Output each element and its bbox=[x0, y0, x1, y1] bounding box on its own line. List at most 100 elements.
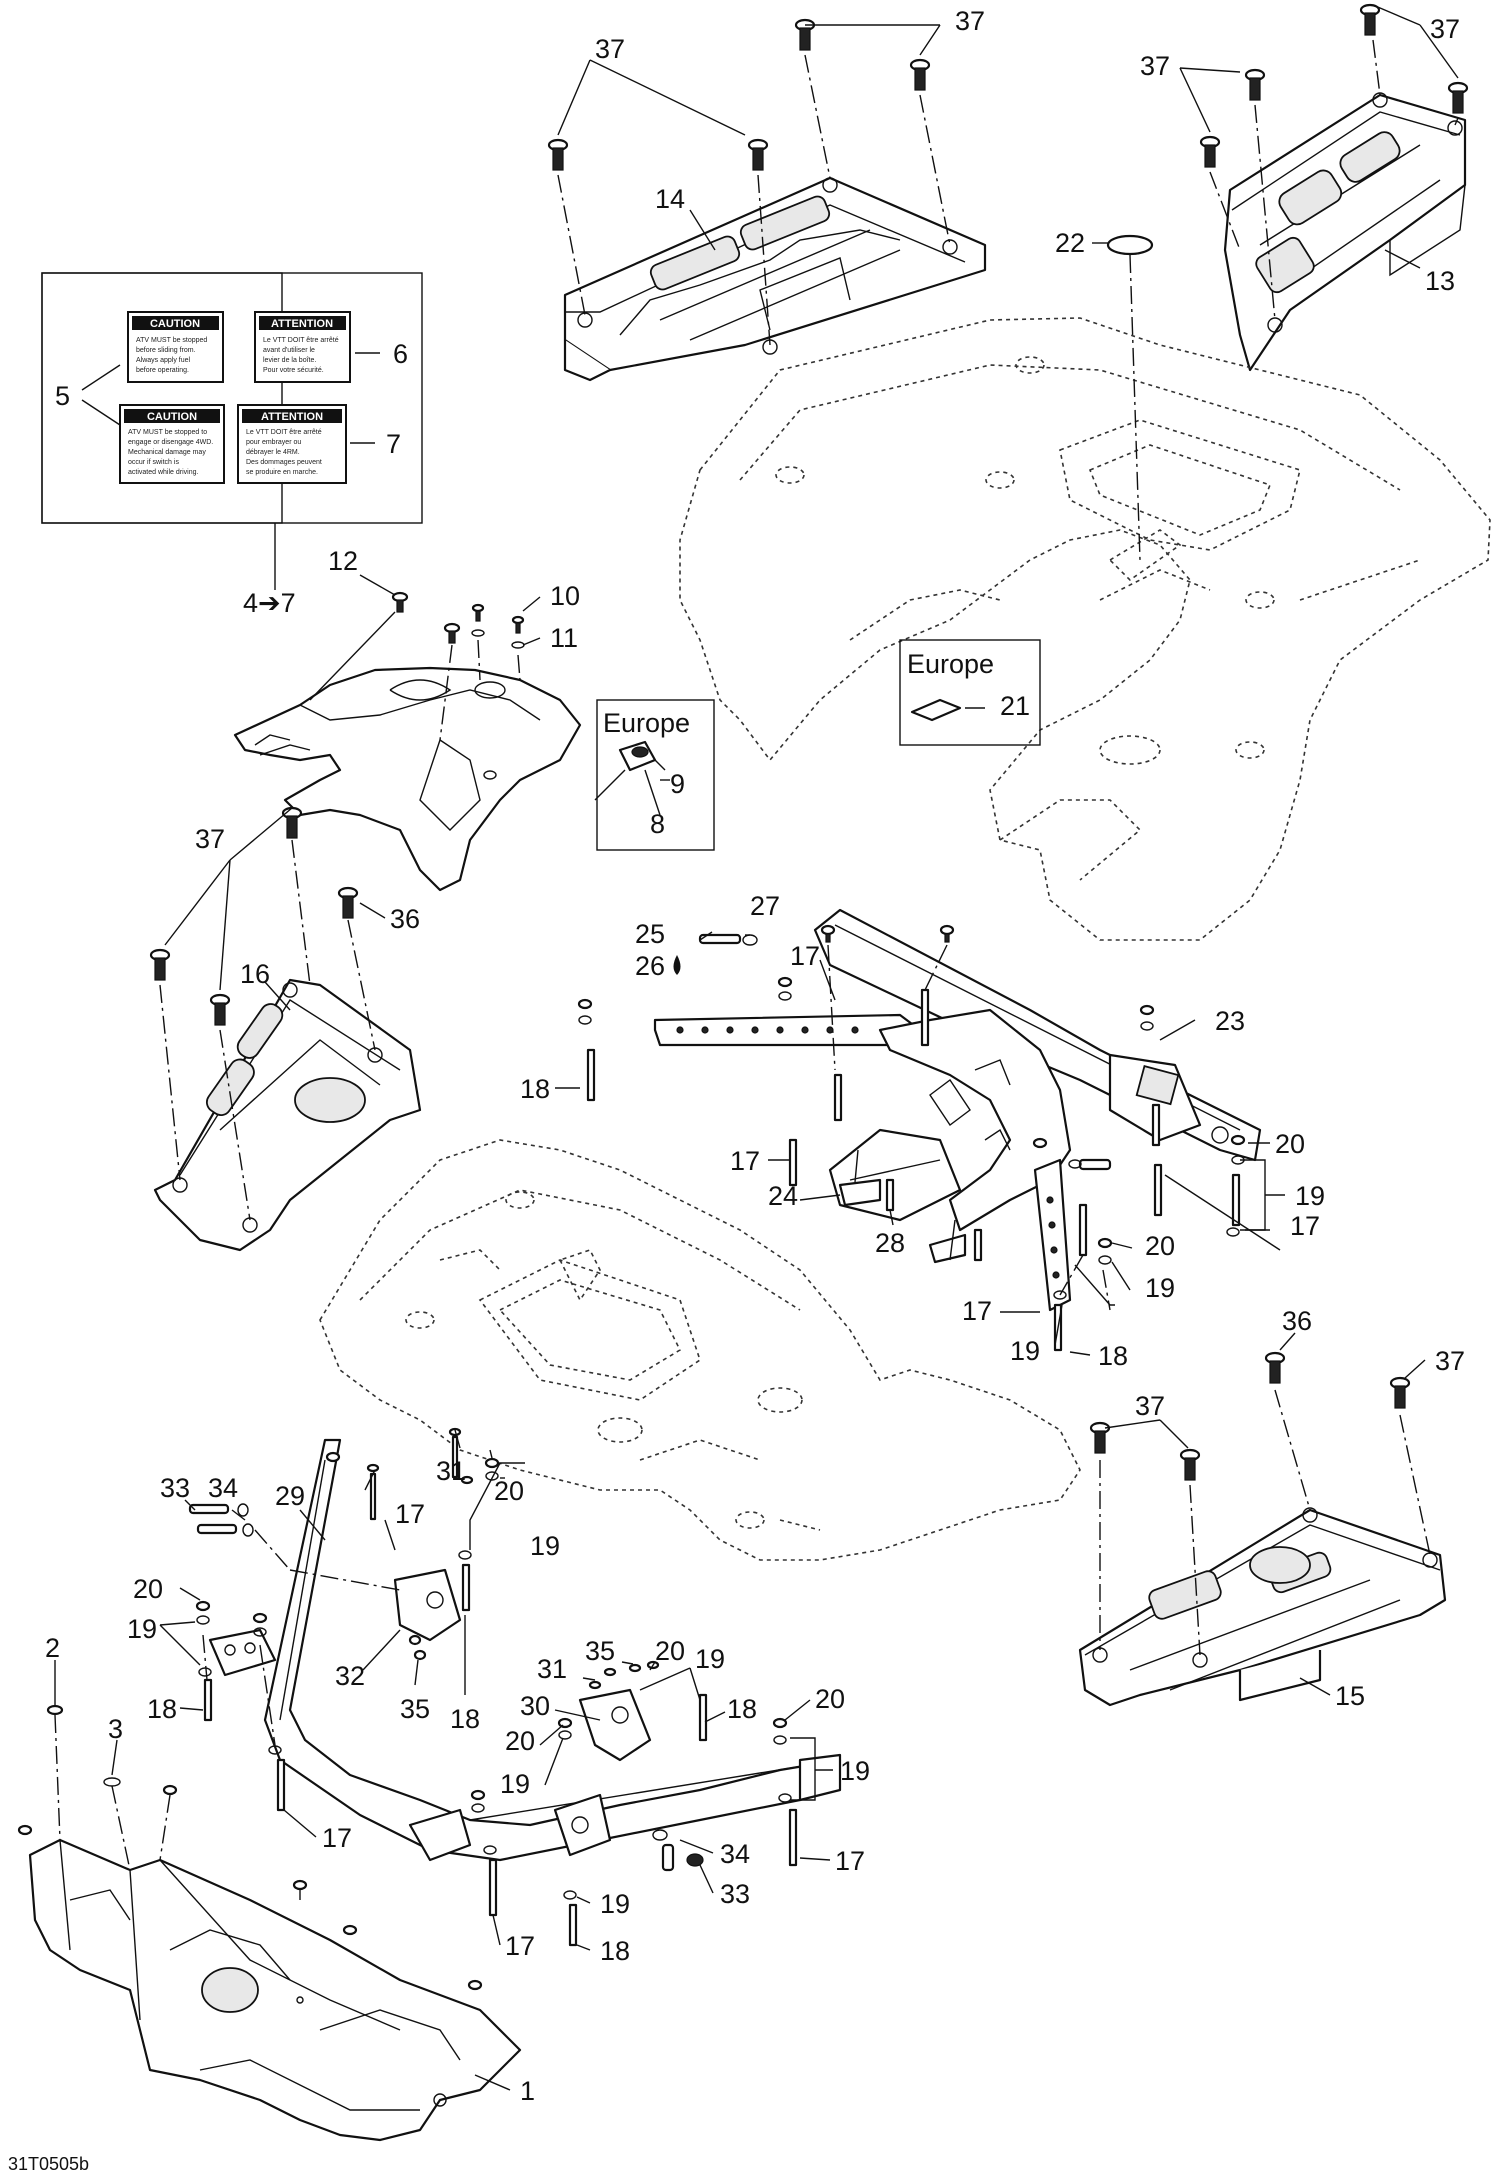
plug-cap bbox=[1106, 234, 1154, 256]
svg-text:engage or disengage 4WD.: engage or disengage 4WD. bbox=[128, 439, 213, 446]
attention-decal-1: ATTENTION Le VTT DOIT être arrêté avant … bbox=[254, 311, 351, 383]
rear-rack-upper bbox=[1223, 92, 1467, 372]
screw bbox=[391, 591, 409, 613]
callout-19: 19 bbox=[840, 1756, 870, 1786]
callout-19: 19 bbox=[530, 1531, 560, 1561]
svg-text:ATTENTION: ATTENTION bbox=[271, 318, 333, 330]
callout-17: 17 bbox=[730, 1146, 760, 1176]
callout-31: 31 bbox=[436, 1456, 466, 1486]
push-pin bbox=[1447, 81, 1469, 114]
callout-34: 34 bbox=[208, 1473, 238, 1503]
callout-18: 18 bbox=[450, 1704, 480, 1734]
push-pin bbox=[1389, 1376, 1411, 1409]
callout-26: 26 bbox=[635, 951, 665, 981]
callout-17: 17 bbox=[835, 1846, 865, 1876]
callout-19: 19 bbox=[1010, 1336, 1040, 1366]
push-pin bbox=[1264, 1351, 1286, 1384]
callout-37: 37 bbox=[195, 824, 225, 854]
svg-text:Des dommages peuvent: Des dommages peuvent bbox=[246, 459, 322, 466]
callout-37: 37 bbox=[595, 34, 625, 64]
europe-box-socket: Europe bbox=[596, 699, 715, 851]
callout-25: 25 bbox=[635, 919, 665, 949]
svg-text:levier de la boîte.: levier de la boîte. bbox=[263, 357, 316, 364]
callout-labels: 37 37 37 37 37 37 37 14 13 22 5 6 7 12 1… bbox=[8, 6, 1465, 2174]
callout-19: 19 bbox=[1295, 1181, 1325, 1211]
push-pin bbox=[747, 138, 769, 171]
push-pin bbox=[1179, 1448, 1201, 1481]
callout-37: 37 bbox=[1140, 51, 1170, 81]
callout-13: 13 bbox=[1425, 266, 1455, 296]
callout-20: 20 bbox=[133, 1574, 163, 1604]
svg-text:débrayer le 4RM.: débrayer le 4RM. bbox=[246, 449, 300, 456]
callout-14: 14 bbox=[655, 184, 685, 214]
lubricant-drop-icon bbox=[673, 955, 681, 975]
callout-18: 18 bbox=[1098, 1341, 1128, 1371]
svg-text:activated while driving.: activated while driving. bbox=[128, 469, 198, 476]
callout-9: 9 bbox=[670, 769, 685, 799]
callout-19: 19 bbox=[600, 1889, 630, 1919]
caution-decal-1: CAUTION ATV MUST be stopped before slidi… bbox=[127, 311, 224, 383]
leader-lines bbox=[54, 4, 1459, 2091]
callout-20: 20 bbox=[494, 1476, 524, 1506]
callout-37: 37 bbox=[1135, 1391, 1165, 1421]
front-bumper-frame bbox=[208, 1438, 842, 1862]
callout-32: 32 bbox=[335, 1661, 365, 1691]
callout-3: 3 bbox=[108, 1714, 123, 1744]
callout-33: 33 bbox=[720, 1879, 750, 1909]
europe-box-decal: Europe bbox=[899, 639, 1041, 746]
callout-23: 23 bbox=[1215, 1006, 1245, 1036]
callout-27: 27 bbox=[750, 891, 780, 921]
push-pin bbox=[337, 886, 359, 919]
callout-35: 35 bbox=[400, 1694, 430, 1724]
push-pin bbox=[909, 58, 931, 91]
callout-15: 15 bbox=[1335, 1681, 1365, 1711]
callout-17: 17 bbox=[962, 1296, 992, 1326]
callout-33: 33 bbox=[160, 1473, 190, 1503]
svg-text:ATV MUST be stopped: ATV MUST be stopped bbox=[136, 337, 207, 344]
callout-18: 18 bbox=[727, 1694, 757, 1724]
rear-fender-outline bbox=[679, 317, 1491, 941]
svg-text:Pour votre sécurité.: Pour votre sécurité. bbox=[263, 367, 324, 374]
callout-20: 20 bbox=[655, 1636, 685, 1666]
callout-30: 30 bbox=[520, 1691, 550, 1721]
push-pin bbox=[1199, 135, 1221, 168]
callout-18: 18 bbox=[520, 1074, 550, 1104]
rear-rack-lower bbox=[1078, 1507, 1447, 1707]
attention-decal-2: ATTENTION Le VTT DOIT être arrêté pour e… bbox=[237, 404, 347, 484]
callout-31: 31 bbox=[537, 1654, 567, 1684]
push-pin bbox=[547, 138, 569, 171]
svg-text:ATTENTION: ATTENTION bbox=[261, 411, 323, 423]
callout-7: 7 bbox=[386, 429, 401, 459]
callout-17: 17 bbox=[790, 941, 820, 971]
callout-18: 18 bbox=[147, 1694, 177, 1724]
svg-text:Mechanical damage may: Mechanical damage may bbox=[128, 449, 206, 456]
callout-24: 24 bbox=[768, 1181, 798, 1211]
push-pin bbox=[1359, 3, 1381, 36]
svg-text:occur if switch is: occur if switch is bbox=[128, 459, 179, 466]
callout-19: 19 bbox=[127, 1614, 157, 1644]
callout-17: 17 bbox=[505, 1931, 535, 1961]
svg-text:Always apply fuel: Always apply fuel bbox=[136, 357, 191, 364]
callout-22: 22 bbox=[1055, 228, 1085, 258]
callout-20: 20 bbox=[1275, 1129, 1305, 1159]
push-pin bbox=[1244, 68, 1266, 101]
decal-kit-box: CAUTION ATV MUST be stopped before slidi… bbox=[41, 272, 351, 524]
callout-37: 37 bbox=[1430, 14, 1460, 44]
callout-18: 18 bbox=[600, 1936, 630, 1966]
bolt bbox=[1078, 1158, 1112, 1171]
front-rack-upper bbox=[563, 176, 987, 382]
callout-10: 10 bbox=[550, 581, 580, 611]
callout-37: 37 bbox=[955, 6, 985, 36]
callout-36: 36 bbox=[1282, 1306, 1312, 1336]
svg-text:Le VTT DOIT être arrêté: Le VTT DOIT être arrêté bbox=[246, 429, 322, 436]
callout-28: 28 bbox=[875, 1228, 905, 1258]
callout-12: 12 bbox=[328, 546, 358, 576]
callout-11: 11 bbox=[550, 623, 578, 653]
callout-17: 17 bbox=[1290, 1211, 1320, 1241]
svg-text:se produire en marche.: se produire en marche. bbox=[246, 469, 318, 476]
push-pin bbox=[281, 806, 303, 839]
caution-decal-2: CAUTION ATV MUST be stopped to engage or… bbox=[119, 404, 225, 484]
svg-text:pour embrayer ou: pour embrayer ou bbox=[246, 439, 301, 446]
callout-36: 36 bbox=[390, 904, 420, 934]
push-pin bbox=[209, 993, 231, 1026]
